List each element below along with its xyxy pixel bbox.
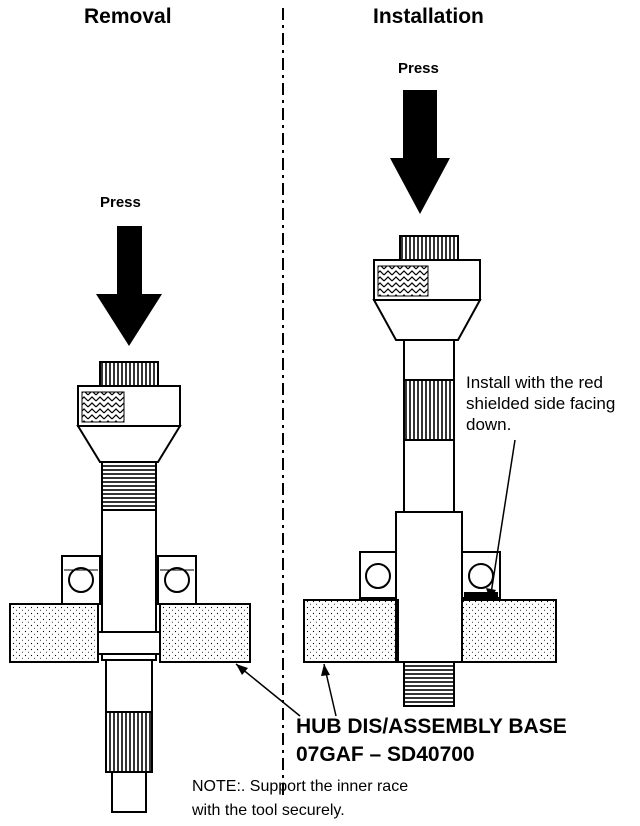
removal-bearing-right [157, 555, 197, 605]
removal-threads [101, 461, 157, 511]
removal-bearing-left [61, 555, 101, 605]
installation-splines [403, 379, 455, 441]
installation-knurled-cap [399, 235, 459, 261]
removal-heading: Removal [84, 5, 172, 28]
note-line-2: with the tool securely. [192, 802, 345, 819]
removal-knurled-cap [99, 361, 159, 387]
removal-base-left [9, 603, 99, 663]
installation-hub [395, 511, 463, 663]
installation-upper-shaft [403, 339, 455, 381]
tool-name: HUB DIS/ASSEMBLY BASE [296, 715, 567, 738]
removal-splines [105, 711, 153, 773]
leader-lines [235, 439, 516, 717]
removal-press-arrow [96, 226, 162, 346]
installation-base-left [303, 599, 399, 663]
installation-instruction: Install with the red shielded side facin… [466, 373, 616, 434]
installation-press-arrow [390, 90, 450, 214]
note-line-1: NOTE:. Support the inner race [192, 778, 409, 795]
tool-part-number: 07GAF – SD40700 [296, 743, 475, 766]
installation-threads [403, 661, 455, 707]
removal-press-label: Press [100, 194, 141, 211]
removal-base-right [159, 603, 251, 663]
installation-shaft [403, 439, 455, 513]
installation-funnel [372, 299, 482, 341]
removal-lower-shaft [105, 659, 153, 713]
installation-bearing-left [359, 551, 397, 599]
installation-base-right [461, 599, 557, 663]
removal-funnel [76, 425, 182, 463]
installation-press-label: Press [398, 60, 439, 77]
installation-heading: Installation [373, 5, 484, 28]
